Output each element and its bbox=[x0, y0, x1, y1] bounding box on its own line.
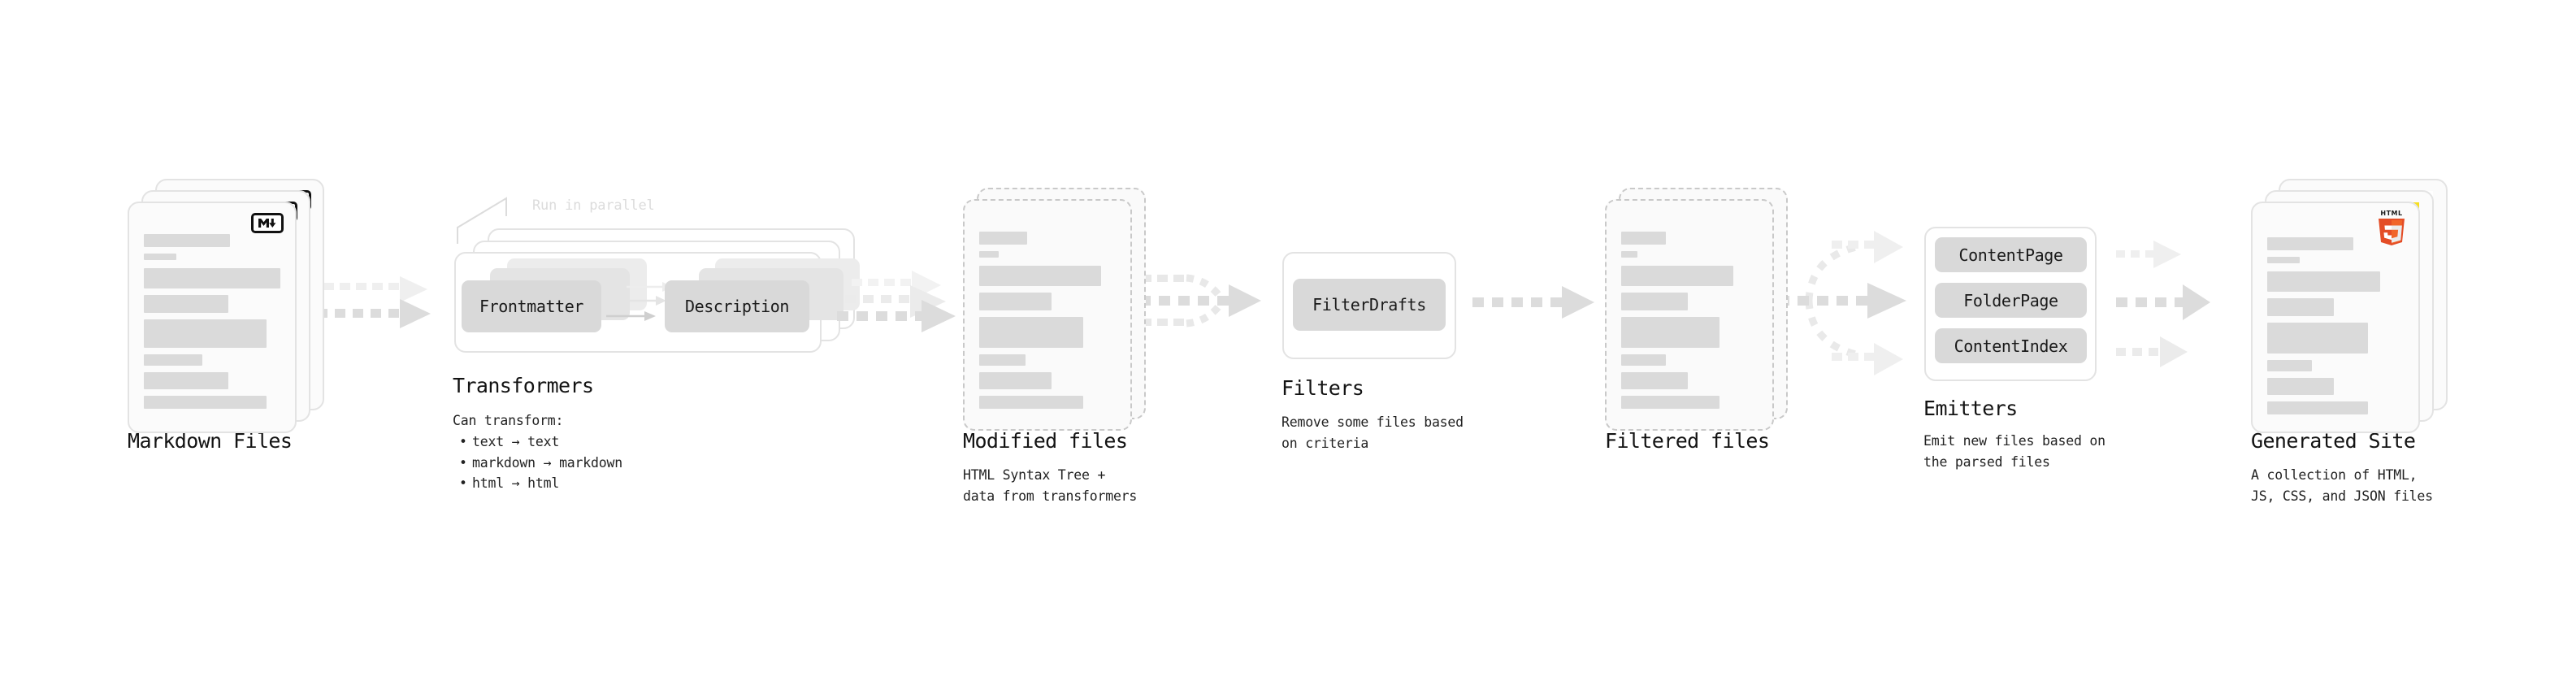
file-content-placeholder bbox=[1621, 232, 1758, 415]
emitter-chip-contentindex[interactable]: ContentIndex bbox=[1935, 328, 2087, 363]
transformers-sub-head: Can transform: bbox=[453, 413, 564, 428]
arrow-modified-files-to-filters bbox=[1138, 260, 1284, 366]
generated-file-card-front: HTML bbox=[2251, 202, 2420, 433]
file-content-placeholder bbox=[2267, 237, 2404, 421]
modified-file-card-front bbox=[963, 199, 1132, 431]
stage-title-filters: Filters bbox=[1281, 376, 1364, 400]
markdown-files-stack bbox=[128, 179, 324, 433]
list-item: text → text bbox=[453, 432, 622, 453]
emitter-chip-contentpage[interactable]: ContentPage bbox=[1935, 237, 2087, 272]
transformer-chip-description[interactable]: Description bbox=[665, 280, 809, 332]
list-item: markdown → markdown bbox=[453, 453, 622, 474]
transformer-chip-frontmatter[interactable]: Frontmatter bbox=[462, 280, 601, 332]
file-content-placeholder bbox=[144, 234, 280, 415]
stage-title-filtered-files: Filtered files bbox=[1605, 429, 1770, 453]
stage-description-filters: Remove some files based on criteria bbox=[1281, 414, 1464, 451]
stage-description-generated-site: A collection of HTML, JS, CSS, and JSON … bbox=[2251, 467, 2433, 504]
arrow-filtered-files-to-emitters bbox=[1778, 226, 1920, 376]
stage-description-emitters: Emit new files based on the parsed files bbox=[1923, 433, 2105, 470]
arrow-transformers-to-modified-files bbox=[827, 264, 957, 358]
list-item: html → html bbox=[453, 473, 622, 494]
modified-files-stack bbox=[963, 188, 1146, 431]
filter-chip-filterdrafts[interactable]: FilterDrafts bbox=[1293, 279, 1446, 331]
markdown-icon bbox=[251, 213, 284, 233]
run-in-parallel-note: Run in parallel bbox=[532, 197, 655, 214]
markdown-file-card-front bbox=[128, 202, 297, 433]
arrow-emitters-to-generated-site bbox=[2111, 229, 2249, 375]
generated-site-stack: CSS HTML bbox=[2251, 179, 2448, 433]
arrow-filters-to-filtered-files bbox=[1472, 286, 1601, 327]
html5-icon: HTML bbox=[2374, 208, 2409, 250]
filtered-files-stack bbox=[1605, 188, 1788, 431]
stage-title-modified-files: Modified files bbox=[963, 429, 1128, 453]
svg-text:HTML: HTML bbox=[2380, 210, 2402, 217]
stage-title-emitters: Emitters bbox=[1923, 397, 2018, 420]
arrow-markdown-to-transformers bbox=[309, 268, 431, 358]
stage-title-transformers: Transformers bbox=[453, 374, 594, 397]
stage-description-modified-files: HTML Syntax Tree + data from transformer… bbox=[963, 467, 1138, 504]
transformers-capability-list: text → text markdown → markdown html → h… bbox=[453, 432, 622, 494]
filtered-file-card-front bbox=[1605, 199, 1774, 431]
run-in-parallel-leader-line bbox=[456, 197, 545, 247]
emitter-chip-folderpage[interactable]: FolderPage bbox=[1935, 283, 2087, 318]
file-content-placeholder bbox=[979, 232, 1116, 415]
